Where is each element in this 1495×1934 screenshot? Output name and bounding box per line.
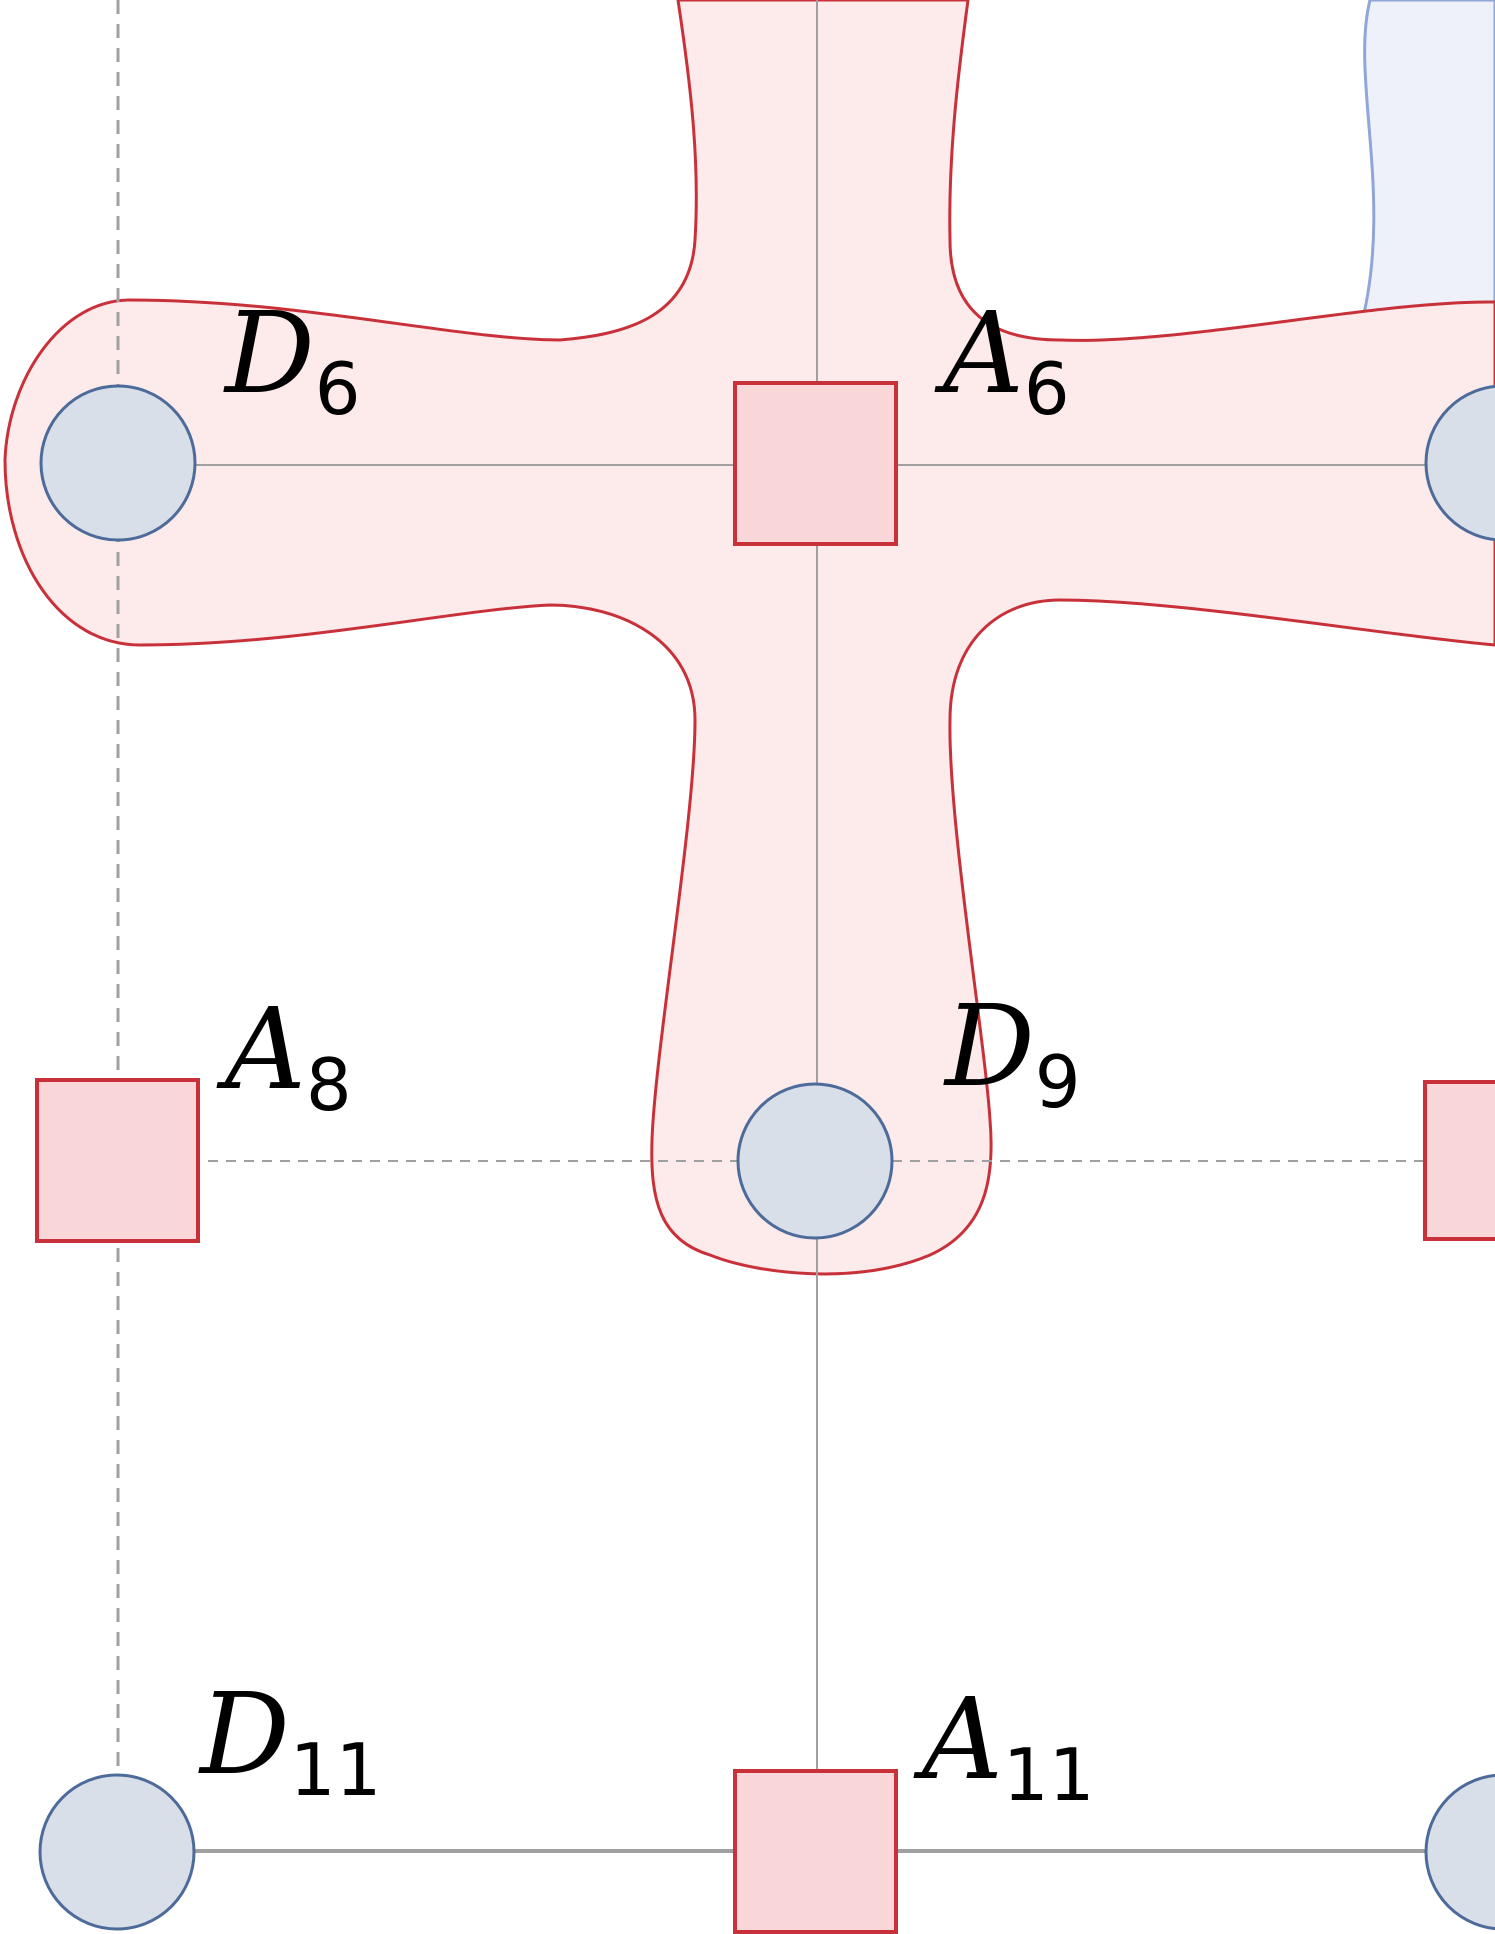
label-d9: D9: [943, 982, 1081, 1124]
data-qubit-d9: [736, 1082, 894, 1240]
data-qubit-d11: [38, 1773, 196, 1931]
label-d6: D6: [223, 289, 361, 431]
data-qubit-right-partial: [1424, 384, 1495, 542]
red-stabilizer-region: [3, 0, 1495, 1276]
label-a8: A8: [216, 985, 352, 1127]
ancilla-qubit-a8: [35, 1078, 200, 1243]
label-d11: D11: [198, 1670, 381, 1812]
data-qubit-right-bottom-partial: [1424, 1773, 1495, 1931]
data-qubit-d6: [39, 384, 197, 542]
ancilla-qubit-a6: [733, 381, 898, 546]
ancilla-qubit-right-partial: [1423, 1080, 1495, 1241]
label-a11: A11: [913, 1675, 1095, 1817]
ancilla-qubit-a11: [733, 1769, 898, 1934]
label-a6: A6: [934, 289, 1070, 431]
